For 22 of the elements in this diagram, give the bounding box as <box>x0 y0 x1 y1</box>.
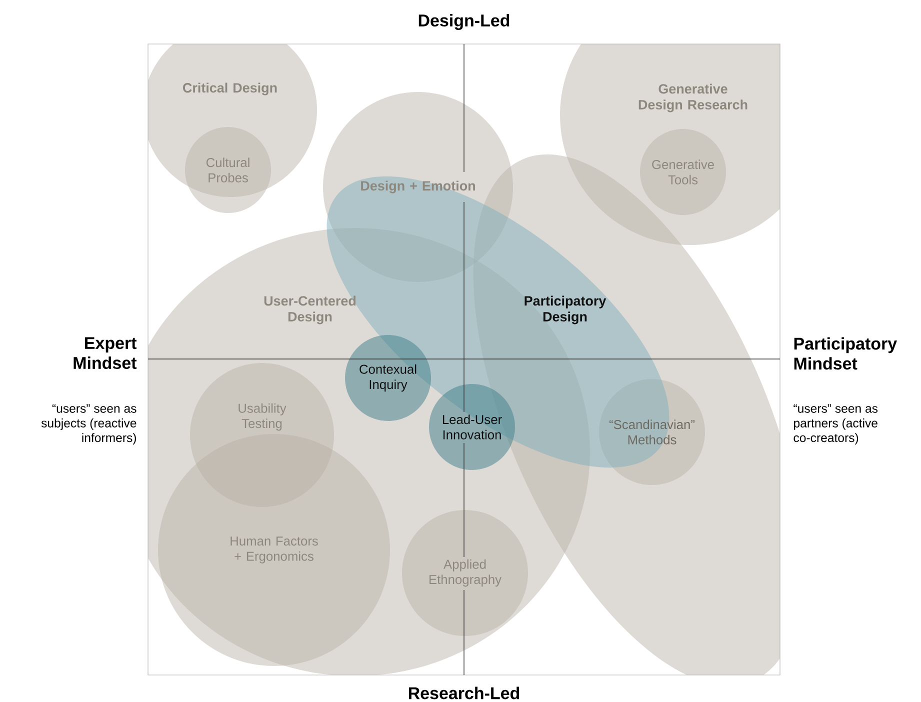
method-label: “Scandinavian” Methods <box>610 420 694 444</box>
axis-note: “users” seen as partners (active co-creators) <box>794 404 878 445</box>
method-label: Human Factors + Ergonomics <box>230 536 318 564</box>
axis-title: Design-Led <box>418 14 510 30</box>
region-label: Design + Emotion <box>361 180 475 194</box>
method-label: Cultural Probes <box>206 158 250 182</box>
region-ellipse <box>402 510 528 636</box>
axis-title: Participatory Mindset <box>794 337 897 370</box>
method-label: Contexual Inquiry <box>360 364 416 392</box>
region-label: Critical Design <box>183 82 277 96</box>
region-ellipse <box>190 363 334 507</box>
axis-title: Expert Mindset <box>74 337 137 369</box>
method-circle <box>185 127 271 213</box>
method-label: Lead-User Innovation <box>442 414 502 440</box>
region-label: User-Centered Design <box>264 296 356 324</box>
method-label: Generative Tools <box>652 160 714 184</box>
axis-note: “users” seen as subjects (reactive informers) <box>41 404 136 445</box>
method-label: Applied Ethnography <box>430 559 502 587</box>
region-label: Participatory Design <box>524 296 606 324</box>
region-label: Generative Design Research <box>638 84 748 112</box>
method-label: Usability Testing <box>238 403 286 431</box>
axis-title: Research-Led <box>408 686 520 700</box>
